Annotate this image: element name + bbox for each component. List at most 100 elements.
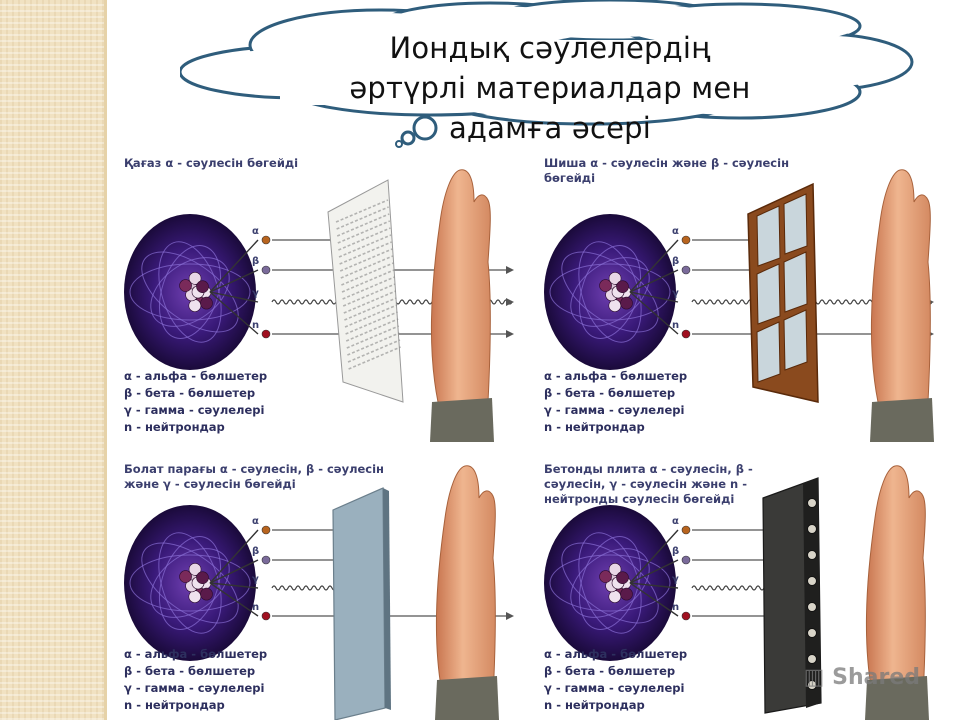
legend-item: γ - гамма - сәулелері: [124, 403, 265, 417]
paper-text-line: [342, 276, 395, 300]
atom-orbit: [159, 245, 221, 339]
legend-item: γ - гамма - сәулелері: [544, 403, 685, 417]
legend-item: α - альфа - бөлшетер: [544, 369, 688, 383]
nucleus-particle: [608, 563, 622, 576]
nucleus-particle: [620, 587, 633, 601]
ray-origin-line: [629, 291, 679, 335]
panel-illustration: [544, 169, 934, 442]
atom-orbit: [141, 251, 239, 333]
atom-orbit: [570, 257, 650, 327]
legend-item: α - альфа - бөлшетер: [124, 647, 268, 661]
slab-hole: [807, 550, 817, 560]
nucleus-particle: [599, 570, 612, 583]
ray-origin-line: [629, 559, 679, 584]
caption-line: Шиша α - сәулесін және β - сәулесін: [544, 156, 790, 170]
window-pane: [756, 263, 781, 325]
slab-hole: [807, 628, 817, 638]
atom-orbit: [579, 536, 641, 630]
ray-arrowhead: [506, 330, 514, 338]
particle-legend: α - альфа - бөлшетер β - бета - бөлшетер γ…: [544, 368, 687, 436]
gamma-wave: [691, 585, 773, 591]
nucleus-particle: [616, 280, 629, 293]
title-line-1: Иондық сәулелердің: [389, 31, 711, 65]
paper-text-line: [347, 339, 401, 363]
legend-item: β - бета - бөлшетер: [544, 386, 676, 400]
paper-text-line: [338, 227, 391, 251]
caption-line: және γ - сәулесін бөгейді: [124, 477, 296, 491]
ray-origin-line: [209, 291, 259, 335]
nucleus-particle: [200, 296, 213, 310]
paper-text-line: [336, 213, 390, 237]
sleeve: [870, 398, 934, 442]
particle-dot: [261, 555, 271, 565]
ray-arrowhead: [506, 266, 514, 274]
hand: [430, 169, 491, 403]
particle-dot: [681, 235, 691, 245]
window-pane: [783, 309, 808, 371]
legend-item: α - альфа - бөлшетер: [544, 647, 688, 661]
nucleus-particle: [179, 570, 192, 583]
ray-label: α: [672, 516, 679, 527]
caption-line: Бетонды плита α - сәулесін, β -: [544, 462, 753, 476]
paper-sheet: [327, 179, 404, 403]
atom-orbit: [158, 532, 222, 634]
ray-label: n: [672, 320, 680, 331]
panel-caption: Қағаз α - сәулесін бөгейді: [124, 156, 298, 171]
ray-origin-line: [629, 582, 679, 617]
stripe-edge: [104, 0, 107, 720]
legend-item: γ - гамма - сәулелері: [544, 681, 685, 695]
panel-illustration: [124, 169, 514, 442]
atom-orbit: [579, 245, 641, 339]
ray-label: β: [252, 256, 260, 267]
particle-dot: [681, 611, 691, 621]
ray-origin-line: [629, 291, 679, 303]
paper-text-line: [347, 332, 400, 356]
paper-text-line: [344, 297, 397, 321]
ray-origin-line: [209, 529, 259, 584]
paper-text-line: [336, 206, 389, 230]
slab-hole: [807, 498, 817, 508]
atom-orbit: [158, 241, 222, 343]
slab-hole: [807, 576, 817, 586]
nucleus-particle: [188, 563, 202, 576]
hand: [435, 465, 496, 699]
window-pane: [756, 321, 781, 383]
ray-label: α: [252, 226, 259, 237]
ray-origin-line: [629, 269, 679, 293]
paper-text-line: [346, 325, 400, 349]
caption-line: бөгейді: [544, 171, 596, 185]
hand: [870, 169, 931, 403]
slab-hole: [807, 654, 817, 664]
steel-sheet-edge: [383, 488, 391, 710]
legend-item: n - нейтрондар: [124, 698, 225, 712]
atom-orbit: [561, 251, 659, 333]
nucleus-particle: [196, 280, 209, 293]
ray-origin-line: [209, 291, 259, 303]
paper-text-line: [345, 318, 399, 342]
legend-item: n - нейтрондар: [544, 698, 645, 712]
ray-origin-line: [629, 529, 679, 584]
slide-title: Иондық сәулелердің әртүрлі материалдар м…: [300, 28, 800, 148]
watermark: ▥ Shared: [803, 665, 920, 690]
paper-text-line: [339, 241, 392, 265]
gamma-wave: [271, 585, 337, 591]
paper-text-line: [342, 283, 396, 307]
steel-sheet: [332, 487, 386, 720]
thought-cloud: [180, 0, 914, 148]
particle-dot: [261, 329, 271, 339]
nucleus-particle: [196, 571, 209, 584]
legend-item: n - нейтрондар: [124, 420, 225, 434]
ray-label: γ: [672, 574, 679, 585]
nucleus-particle: [608, 590, 622, 603]
paper-text-line: [344, 304, 398, 328]
ray-label: β: [672, 256, 680, 267]
panel-illustration: [124, 465, 514, 720]
slab-hole: [807, 602, 817, 612]
nucleus-particle: [200, 587, 213, 601]
